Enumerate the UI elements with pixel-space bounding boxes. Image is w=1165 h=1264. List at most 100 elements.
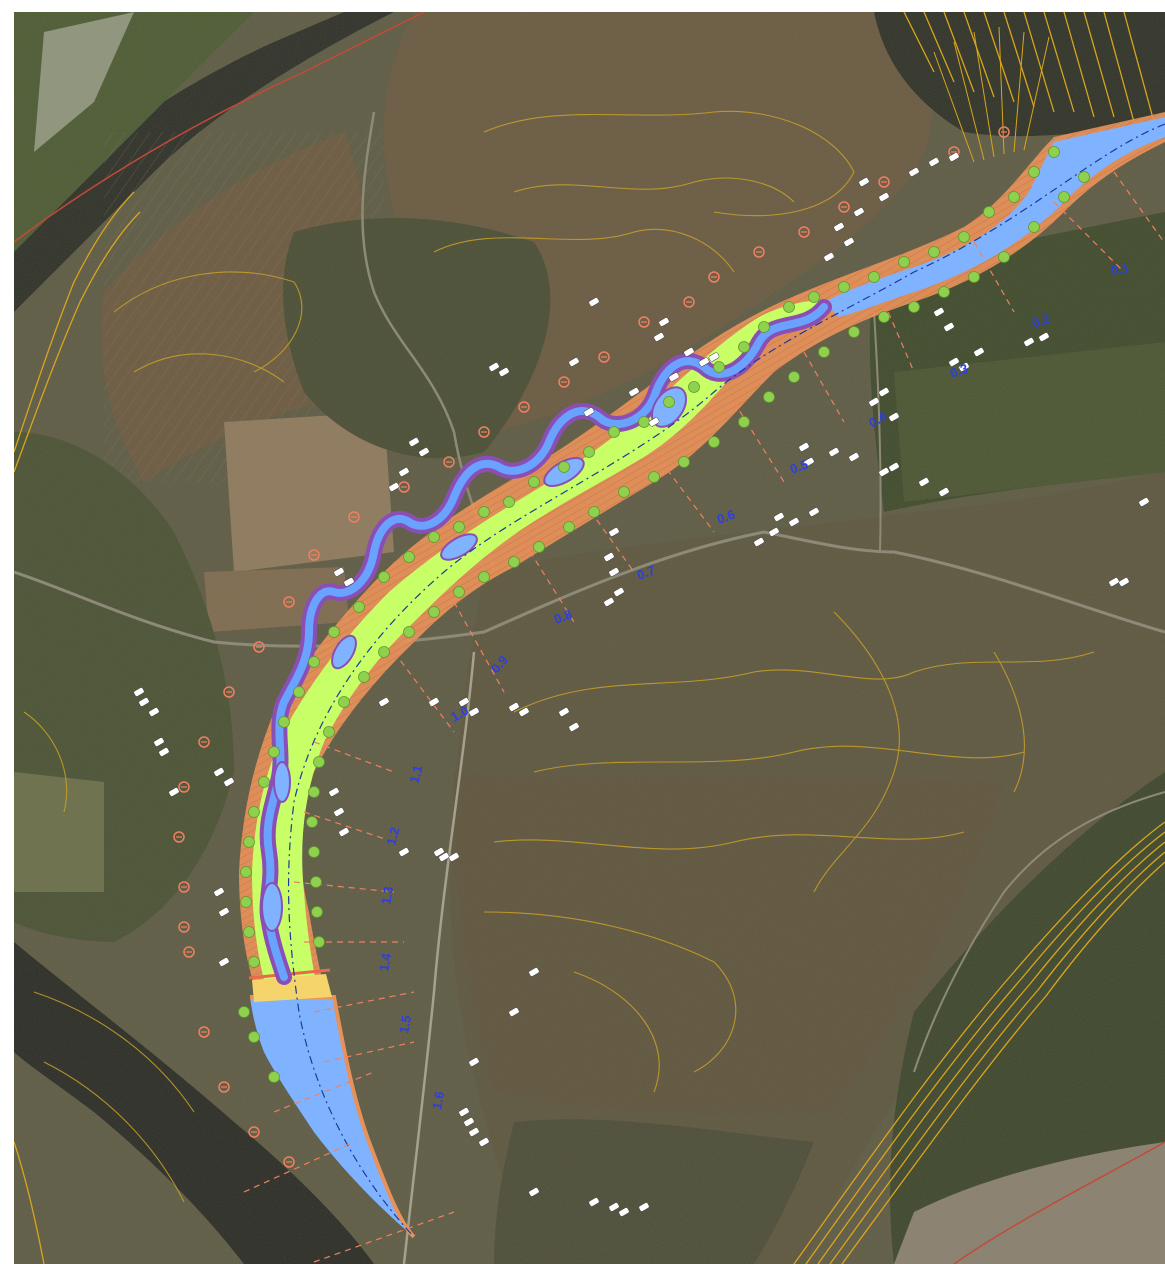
survey-point-tag [958, 362, 970, 372]
tree-icon [248, 806, 260, 818]
chainage-label: 1.1 [406, 763, 425, 784]
map-canvas[interactable]: 0.1 0.2 0.3 0.4 0.5 0.6 0.7 0.8 0.9 1.0 … [14, 12, 1165, 1264]
tree-icon [738, 341, 750, 353]
chainage-label: 1.6 [429, 1090, 447, 1110]
survey-point-tag [518, 707, 530, 717]
survey-point-tag [408, 437, 420, 447]
survey-point-tag [333, 807, 345, 817]
survey-point-tag [878, 467, 890, 477]
profile-marker-icon [183, 946, 195, 958]
tree-icon [306, 816, 318, 828]
survey-point-tag [568, 357, 580, 367]
tree-icon [898, 256, 910, 268]
tree-icon [243, 836, 255, 848]
survey-point-tag [888, 412, 900, 422]
tree-icon [268, 1071, 280, 1083]
tree-icon [308, 656, 320, 668]
tree-icon [818, 346, 830, 358]
chainage-label: 0.7 [635, 563, 657, 583]
profile-marker-icon [348, 511, 360, 523]
tree-icon [313, 936, 325, 948]
tree-icon [958, 231, 970, 243]
tree-plantings-layer [238, 146, 1090, 1083]
survey-point-tag [378, 697, 390, 707]
survey-point-tag [853, 207, 865, 217]
survey-point-tag [448, 852, 460, 862]
survey-point-tag [328, 787, 340, 797]
contour-lines-layer [23, 110, 1095, 1203]
survey-point-tag [1138, 497, 1150, 507]
tree-icon [328, 626, 340, 638]
survey-point-tag [153, 737, 165, 747]
chainage-label: 0.2 [1030, 311, 1052, 331]
profile-marker-icon [753, 246, 765, 258]
profile-marker-icon [283, 1156, 295, 1168]
survey-point-tag [463, 1117, 475, 1127]
tree-icon [808, 291, 820, 303]
survey-point-tag [583, 407, 595, 417]
tree-icon [503, 496, 515, 508]
chainage-label: 0.3 [948, 361, 970, 381]
survey-point-tag [618, 1207, 630, 1217]
survey-point-tag [213, 767, 225, 777]
tree-icon [323, 726, 335, 738]
tree-icon [583, 446, 595, 458]
chainage-labels-layer: 0.1 0.2 0.3 0.4 0.5 0.6 0.7 0.8 0.9 1.0 … [376, 260, 1130, 1110]
tree-icon [308, 846, 320, 858]
survey-point-tag [133, 687, 145, 697]
map-view[interactable]: 0.1 0.2 0.3 0.4 0.5 0.6 0.7 0.8 0.9 1.0 … [14, 12, 1165, 1264]
survey-point-tag [338, 827, 350, 837]
survey-point-tag [628, 387, 640, 397]
tree-icon [238, 1006, 250, 1018]
profile-marker-icon [178, 881, 190, 893]
survey-point-tag [878, 192, 890, 202]
tree-icon [708, 436, 720, 448]
tree-icon [528, 476, 540, 488]
survey-point-tag [528, 967, 540, 977]
survey-point-tag [508, 702, 520, 712]
tree-icon [1028, 221, 1040, 233]
survey-points-layer [133, 152, 1150, 1217]
survey-point-tag [528, 1187, 540, 1197]
survey-point-tag [158, 747, 170, 757]
aerial-imagery-layer [14, 12, 1165, 1264]
survey-point-tag [438, 852, 450, 862]
profile-marker-icon [683, 296, 695, 308]
tree-icon [428, 606, 440, 618]
tree-icon [353, 601, 365, 613]
tree-icon [763, 391, 775, 403]
tree-icon [378, 646, 390, 658]
tree-icon [313, 756, 325, 768]
tree-icon [258, 776, 270, 788]
survey-point-tag [843, 237, 855, 247]
survey-point-tag [458, 697, 470, 707]
survey-point-tag [888, 462, 900, 472]
survey-point-tag [218, 957, 230, 967]
survey-point-tag [468, 1057, 480, 1067]
survey-point-tag [698, 357, 710, 367]
tree-icon [308, 786, 320, 798]
tree-icon [1008, 191, 1020, 203]
tree-icon [243, 926, 255, 938]
weir-structure [252, 974, 332, 1002]
survey-point-tag [638, 1202, 650, 1212]
survey-rays [933, 26, 1050, 163]
meadow-area [252, 300, 844, 987]
profile-marker-icon [253, 641, 265, 653]
survey-point-tag [798, 442, 810, 452]
survey-point-tag [148, 707, 160, 717]
chainage-label: 0.5 [788, 457, 810, 477]
tree-icon [378, 571, 390, 583]
cross-sections-layer [243, 171, 1165, 1263]
tree-icon [558, 461, 570, 473]
profile-marker-icon [198, 736, 210, 748]
tree-icon [783, 301, 795, 313]
survey-point-tag [653, 332, 665, 342]
profile-marker-icon [178, 781, 190, 793]
tree-icon [248, 956, 260, 968]
tree-icon [938, 286, 950, 298]
survey-point-tag [788, 517, 800, 527]
survey-point-tag [878, 387, 890, 397]
tree-icon [240, 866, 252, 878]
tree-icon [563, 521, 575, 533]
